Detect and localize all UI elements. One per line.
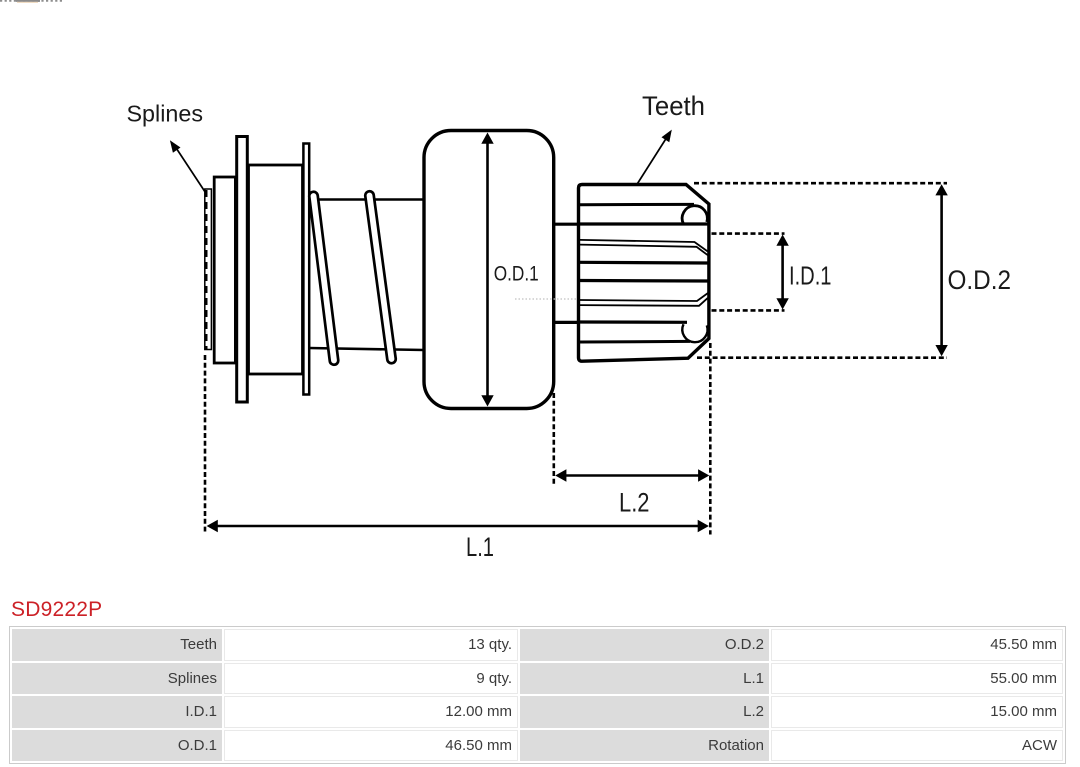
svg-text:L.1: L.1: [466, 532, 494, 562]
svg-text:L.2: L.2: [619, 488, 650, 518]
svg-text:I.D.1: I.D.1: [789, 261, 832, 291]
svg-text:Splines: Splines: [127, 100, 204, 126]
svg-text:Teeth: Teeth: [642, 91, 705, 121]
svg-text:O.D.1: O.D.1: [494, 262, 539, 286]
svg-text:O.D.2: O.D.2: [948, 265, 1012, 295]
